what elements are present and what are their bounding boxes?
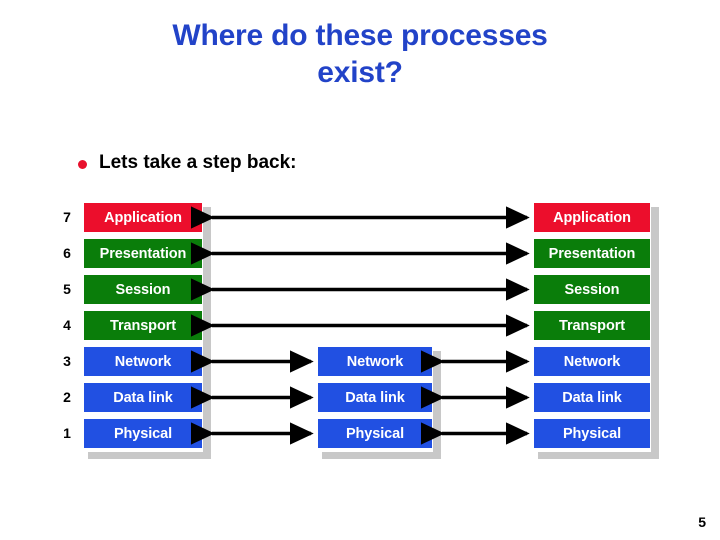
bullet-dot-icon xyxy=(78,159,87,169)
right-layer-data-link[interactable]: Data link xyxy=(534,383,650,412)
layer-number-6: 6 xyxy=(63,245,71,261)
layer-number-3: 3 xyxy=(63,353,71,369)
page-title: Where do these processes exist? xyxy=(60,18,660,91)
left-layer-transport[interactable]: Transport xyxy=(84,311,202,340)
left-layer-physical[interactable]: Physical xyxy=(84,419,202,448)
right-layer-presentation[interactable]: Presentation xyxy=(534,239,650,268)
layer-number-4: 4 xyxy=(63,317,71,333)
page-title-line-2: exist? xyxy=(317,55,403,89)
right-layer-network[interactable]: Network xyxy=(534,347,650,376)
layer-number-1: 1 xyxy=(63,425,71,441)
bullet-item-label: Lets take a step back: xyxy=(99,152,297,173)
right-layer-transport[interactable]: Transport xyxy=(534,311,650,340)
right-layer-session[interactable]: Session xyxy=(534,275,650,304)
right-layer-application[interactable]: Application xyxy=(534,203,650,232)
left-layer-presentation[interactable]: Presentation xyxy=(84,239,202,268)
middle-layer-network[interactable]: Network xyxy=(318,347,432,376)
middle-column-shadow xyxy=(433,351,441,456)
layer-number-7: 7 xyxy=(63,209,71,225)
left-layer-application[interactable]: Application xyxy=(84,203,202,232)
bullet-list-item: Lets take a step back: xyxy=(78,152,296,174)
page-title-line-1: Where do these processes xyxy=(172,19,548,52)
right-layer-physical[interactable]: Physical xyxy=(534,419,650,448)
left-layer-session[interactable]: Session xyxy=(84,275,202,304)
middle-column-shadow-bottom xyxy=(322,452,441,459)
left-layer-data-link[interactable]: Data link xyxy=(84,383,202,412)
layer-number-2: 2 xyxy=(63,389,71,405)
middle-layer-data-link[interactable]: Data link xyxy=(318,383,432,412)
left-column-shadow xyxy=(203,207,211,456)
right-column-shadow-bottom xyxy=(538,452,659,459)
page-number: 5 xyxy=(698,514,706,530)
right-column-shadow xyxy=(651,207,659,456)
left-layer-network[interactable]: Network xyxy=(84,347,202,376)
layer-number-5: 5 xyxy=(63,281,71,297)
middle-layer-physical[interactable]: Physical xyxy=(318,419,432,448)
left-column-shadow-bottom xyxy=(88,452,211,459)
